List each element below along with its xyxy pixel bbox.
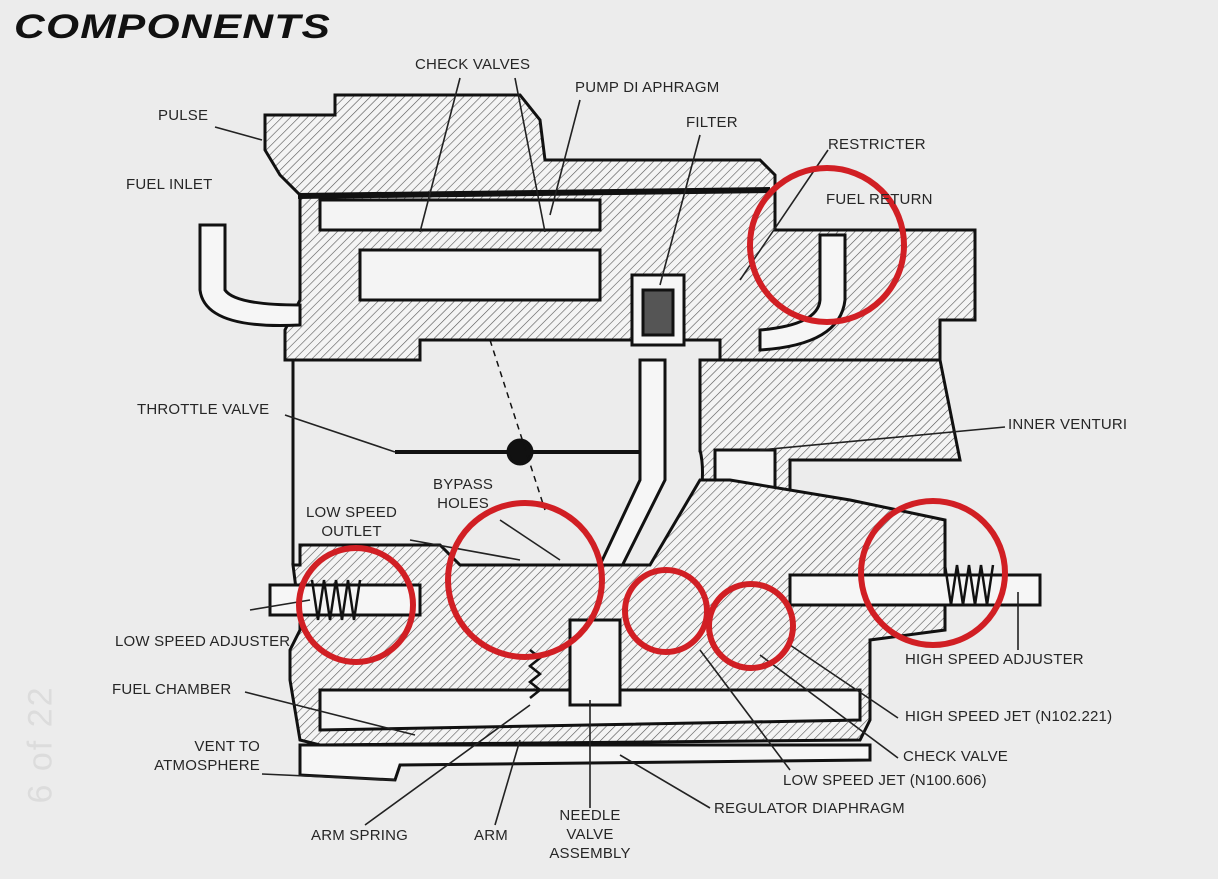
highlight-high-speed-jet (706, 581, 796, 671)
highlight-bypass-holes (445, 500, 605, 660)
label-arm: ARM (474, 827, 508, 844)
label-high-speed-jet: HIGH SPEED JET (N102.221) (905, 708, 1113, 725)
highlight-check-valve (622, 567, 710, 655)
label-inner-venturi: INNER VENTURI (1008, 416, 1128, 433)
label-line: VALVE (566, 826, 614, 843)
label-filter: FILTER (686, 114, 738, 131)
leader-lines (214, 77, 1019, 826)
label-low-speed-outlet: LOW SPEED OUTLET (306, 503, 397, 541)
label-line: HOLES (437, 495, 489, 512)
label-low-speed-jet: LOW SPEED JET (N100.606) (783, 772, 987, 789)
label-line: OUTLET (321, 523, 382, 540)
label-line: ATMOSPHERE (154, 757, 260, 774)
label-line: ASSEMBLY (549, 845, 631, 862)
label-fuel-inlet: FUEL INLET (126, 176, 213, 193)
label-low-speed-adjuster: LOW SPEED ADJUSTER (115, 633, 291, 650)
label-fuel-return: FUEL RETURN (826, 191, 933, 208)
label-line: LOW SPEED (306, 504, 397, 521)
label-throttle-valve: THROTTLE VALVE (137, 401, 270, 418)
label-needle-valve-assembly: NEEDLE VALVE ASSEMBLY (543, 806, 637, 863)
label-pulse: PULSE (158, 107, 209, 124)
label-check-valves: CHECK VALVES (415, 56, 531, 73)
label-vent-to-atmosphere: VENT TO ATMOSPHERE (140, 737, 260, 775)
label-fuel-chamber: FUEL CHAMBER (112, 681, 232, 698)
label-restricter: RESTRICTER (828, 136, 926, 153)
slide-title: COMPONENTS (14, 8, 332, 46)
label-pump-diaphragm: PUMP DI APHRAGM (575, 79, 720, 96)
label-check-valve: CHECK VALVE (903, 748, 1009, 765)
label-line: BYPASS (433, 476, 494, 493)
highlight-fuel-return (747, 165, 907, 325)
label-high-speed-adjuster: HIGH SPEED ADJUSTER (905, 651, 1084, 668)
highlight-low-speed-adjuster (296, 545, 416, 665)
highlight-high-speed-adjuster (858, 498, 1008, 648)
highlight-circles (296, 165, 1008, 671)
label-line: VENT TO (194, 738, 260, 755)
label-regulator-diaphragm: REGULATOR DIAPHRAGM (714, 800, 905, 817)
label-line: NEEDLE (559, 807, 621, 824)
label-arm-spring: ARM SPRING (311, 827, 409, 844)
label-bypass-holes: BYPASS HOLES (433, 475, 493, 513)
